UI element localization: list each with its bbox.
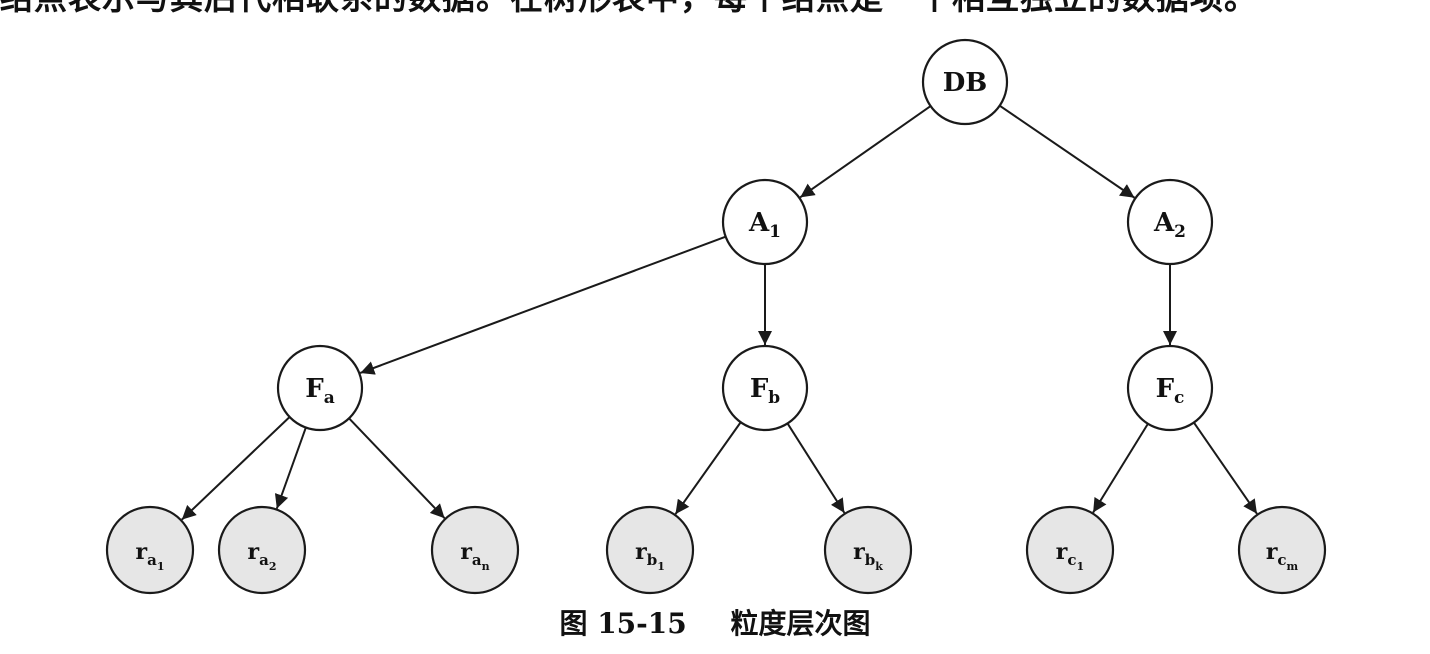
node-a2: A2 bbox=[1126, 178, 1214, 266]
preceding-paragraph-text: 结点表示与其后代相联系的数据。在树形表中，每个结点是一个相互独立的数据项。 bbox=[0, 0, 1430, 20]
node-fa: Fa bbox=[276, 344, 364, 432]
node-circle-rb1 bbox=[605, 505, 695, 595]
node-label-rb1: rb1 bbox=[635, 539, 665, 573]
node-label-fc: Fc bbox=[1156, 374, 1185, 408]
node-label-fb: Fb bbox=[750, 374, 780, 408]
node-label-ra1: ra1 bbox=[136, 539, 165, 573]
node-circle-rcm bbox=[1237, 505, 1327, 595]
node-circle-ran bbox=[430, 505, 520, 595]
node-label-a2: A2 bbox=[1153, 208, 1186, 242]
edge-fa-to-ra2 bbox=[274, 427, 307, 509]
node-label-fa: Fa bbox=[305, 374, 334, 408]
figure-caption: 图 15-15 粒度层次图 bbox=[0, 602, 1430, 642]
edge-db-to-a1 bbox=[799, 105, 932, 199]
node-rbk: rbk bbox=[823, 505, 913, 595]
node-label-ra2: ra2 bbox=[248, 539, 277, 573]
node-circle-rbk bbox=[823, 505, 913, 595]
node-rcm: rcm bbox=[1237, 505, 1327, 595]
edge-fb-to-rb1 bbox=[674, 421, 742, 515]
node-label-rcm: rcm bbox=[1266, 539, 1299, 573]
edge-fc-to-rc1 bbox=[1092, 423, 1149, 514]
node-circle-fb bbox=[721, 344, 809, 432]
node-fb: Fb bbox=[721, 344, 809, 432]
node-ran: ran bbox=[430, 505, 520, 595]
node-ra2: ra2 bbox=[217, 505, 307, 595]
edge-fa-to-ra1 bbox=[181, 416, 291, 521]
node-circle-fa bbox=[276, 344, 364, 432]
node-label-rbk: rbk bbox=[853, 539, 883, 573]
node-label-a1: A1 bbox=[748, 208, 781, 242]
node-circle-rc1 bbox=[1025, 505, 1115, 595]
figure-title: 粒度层次图 bbox=[730, 607, 871, 640]
node-circle-a2 bbox=[1126, 178, 1214, 266]
node-circle-db bbox=[921, 38, 1009, 126]
node-label-ran: ran bbox=[460, 539, 489, 573]
node-rb1: rb1 bbox=[605, 505, 695, 595]
node-circle-a1 bbox=[721, 178, 809, 266]
node-circle-ra2 bbox=[217, 505, 307, 595]
node-ra1: ra1 bbox=[105, 505, 195, 595]
edges-layer bbox=[181, 104, 1258, 521]
node-circle-fc bbox=[1126, 344, 1214, 432]
edge-fc-to-rcm bbox=[1193, 421, 1258, 515]
node-label-db: DB bbox=[943, 68, 988, 98]
node-fc: Fc bbox=[1126, 344, 1214, 432]
edge-a1-to-fa bbox=[359, 235, 726, 375]
node-rc1: rc1 bbox=[1025, 505, 1115, 595]
node-a1: A1 bbox=[721, 178, 809, 266]
figure-number: 图 15-15 bbox=[559, 607, 687, 640]
node-db: DB bbox=[921, 38, 1009, 126]
node-circle-ra1 bbox=[105, 505, 195, 595]
edge-fb-to-rbk bbox=[786, 422, 846, 514]
edge-fa-to-ran bbox=[348, 417, 446, 519]
edge-db-to-a2 bbox=[999, 104, 1136, 199]
node-label-rc1: rc1 bbox=[1056, 539, 1084, 573]
